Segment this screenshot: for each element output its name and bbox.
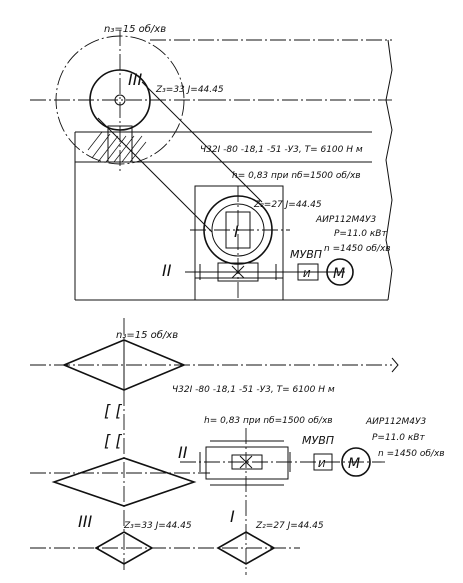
top-gear-z33-label: Z₃=33 J=44.45	[155, 85, 224, 95]
bottom-gear-z33-label: Z₃=33 J=44.45	[123, 521, 192, 531]
bottom-small-diamond-right	[216, 531, 276, 565]
bottom-break-mark	[391, 357, 399, 373]
top-gear-z27-label: Z₂=27 J=44.45	[253, 200, 322, 210]
top-motor-model: АИР112М4У3	[315, 215, 376, 225]
bottom-coupling-box-letter: И	[318, 459, 326, 470]
bottom-shaft-i-label: I	[230, 507, 235, 526]
bottom-reducer-spec: Ч32І -80 -18,1 -51 -У3, T= 6100 Н м	[172, 385, 335, 395]
bottom-mid-diamond	[51, 457, 197, 507]
top-coupling-box-letter: И	[303, 269, 311, 280]
worm-cross-2	[231, 265, 245, 279]
motor-circle	[326, 258, 354, 286]
bottom-motor-letter: М	[348, 456, 360, 472]
bottom-motor-speed: n =1450 об/хв	[378, 449, 445, 459]
top-shaft-i-label: I	[234, 222, 239, 241]
bottom-coupling-label: МУВП	[302, 434, 334, 447]
bottom-speed-label: n₃=15 об/хв	[116, 329, 178, 341]
top-shaft-ii-label: II	[162, 261, 172, 280]
top-motor-speed: n =1450 об/хв	[324, 244, 391, 254]
bottom-shaft-ii-label: II	[178, 443, 188, 462]
bottom-motor-circle	[341, 447, 371, 477]
top-shaft-iii-label: III	[128, 70, 142, 89]
top-coupling-label: МУВП	[290, 248, 322, 261]
coupling-box	[297, 263, 319, 281]
bottom-gear-z27-label: Z₂=27 J=44.45	[255, 521, 324, 531]
bottom-worm-element	[231, 454, 263, 470]
bottom-view: [ [ [ [ n₃=15 об/хв Ч32І -80 -18,1 -51 -…	[30, 318, 445, 575]
chain-line-1	[97, 117, 213, 233]
bottom-gearbox-housing	[205, 446, 289, 480]
top-efficiency: h= 0,83 при nб=1500 об/хв	[232, 171, 361, 181]
bottom-motor-model: АИР112М4У3	[365, 417, 426, 427]
top-break-line	[385, 39, 393, 301]
bottom-motor-power: P=11.0 кВт	[372, 433, 425, 443]
chain-line-2	[141, 81, 263, 203]
bottom-small-diamond-left	[94, 531, 154, 565]
worm-element	[217, 262, 259, 282]
bottom-shaft-iii-label: III	[78, 512, 92, 531]
top-reducer-spec: Ч32І -80 -18,1 -51 -У3, T= 6100 Н м	[200, 145, 363, 155]
top-motor-letter: М	[333, 266, 345, 282]
top-speed-label: n₃=15 об/хв	[104, 23, 166, 35]
bottom-worm-cross-2	[239, 455, 253, 469]
gearbox-housing	[194, 185, 284, 301]
bottom-coupling-box	[313, 453, 333, 471]
bottom-efficiency: h= 0,83 при nб=1500 об/хв	[204, 416, 333, 426]
chain-bracket-2: [ [	[104, 431, 122, 450]
drum-support	[107, 125, 133, 163]
chain-bracket-1: [ [	[104, 401, 122, 420]
top-motor-power: P=11.0 кВт	[334, 229, 387, 239]
top-view: n₃=15 об/хв III Z₃=33 J=44.45 Ч32І -80 -…	[30, 23, 393, 301]
